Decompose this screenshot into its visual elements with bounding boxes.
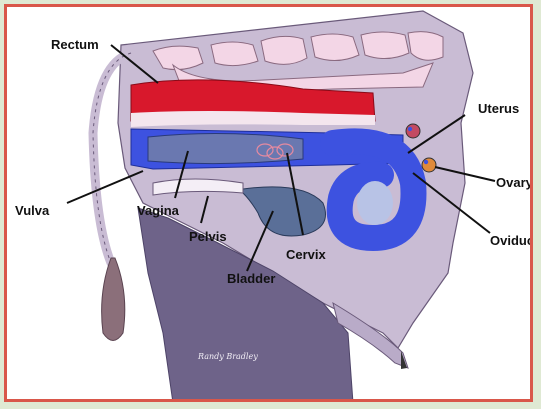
artist-signature: Randy Bradley <box>197 352 258 361</box>
label-vagina: Vagina <box>137 203 180 218</box>
teat <box>401 351 407 369</box>
label-oviduct: Oviduc <box>490 233 530 248</box>
tail-switch <box>102 258 125 341</box>
ovary-lower <box>422 158 436 172</box>
label-vulva: Vulva <box>15 203 50 218</box>
label-uterus: Uterus <box>478 101 519 116</box>
label-bladder: Bladder <box>227 271 275 286</box>
label-cervix: Cervix <box>286 247 327 262</box>
uterine-horn-lumen <box>357 181 393 225</box>
ovary-upper <box>406 124 420 138</box>
cow-reproductive-anatomy-diagram: Rectum Uterus Ovary Vulva Vagina Oviduc … <box>7 7 530 399</box>
label-ovary: Ovary <box>496 175 530 190</box>
label-pelvis: Pelvis <box>189 229 227 244</box>
label-rectum: Rectum <box>51 37 99 52</box>
diagram-frame: Rectum Uterus Ovary Vulva Vagina Oviduc … <box>4 4 533 402</box>
